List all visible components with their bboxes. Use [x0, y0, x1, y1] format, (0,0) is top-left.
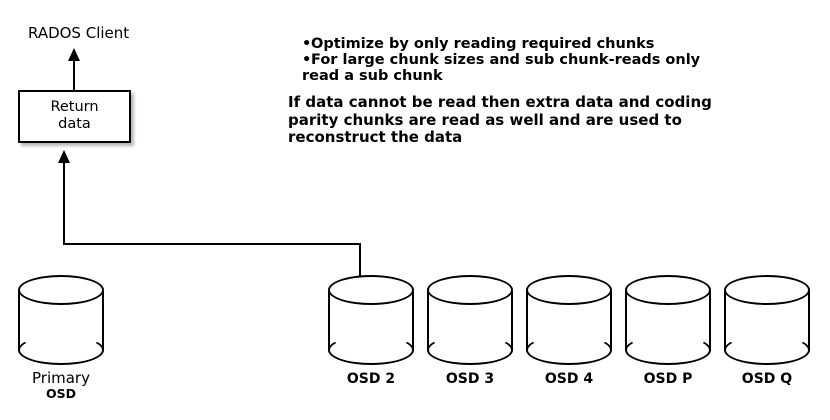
node-osd-4-label: OSD 4 [544, 371, 594, 387]
connector-vertical-from-osd2 [359, 243, 361, 277]
arrow-up-to-return-box-icon [58, 150, 70, 163]
node-osd-q-label: OSD Q [741, 371, 793, 387]
rados-client-label: RADOS Client [28, 24, 130, 42]
notes-paragraph-line-3: reconstruct the data [288, 128, 463, 146]
node-osd-2-label: OSD 2 [346, 371, 396, 387]
bullet-item-2-continuation-text: read a sub chunk [302, 68, 443, 84]
bullet-item-2: •For large chunk sizes and sub chunk-rea… [302, 52, 722, 68]
notes-paragraph-line-1: If data cannot be read then extra data a… [288, 93, 712, 111]
cylinder-top-ellipse [625, 275, 711, 305]
cylinder-side-right [412, 291, 414, 351]
cylinder-side-left [526, 291, 528, 351]
cylinder-top-ellipse [526, 275, 612, 305]
return-data-line1: Return [50, 99, 99, 115]
cylinder-top-ellipse [724, 275, 810, 305]
node-primary-osd-label-sub: OSD [45, 386, 76, 401]
cylinder-bottom-ellipse [427, 335, 513, 365]
return-data-box: Return data [18, 90, 131, 143]
cylinder-bottom-ellipse [625, 335, 711, 365]
connector-vertical-to-return-box [63, 162, 65, 244]
bullet-item-1-text: Optimize by only reading required chunks [311, 36, 655, 52]
node-osd-4: OSD 4 [526, 275, 612, 387]
cylinder-side-right [511, 291, 513, 351]
cylinder-side-right [808, 291, 810, 351]
node-osd-2: OSD 2 [328, 275, 414, 387]
notes-paragraph-line-2: parity chunks are read as well and are u… [288, 110, 682, 129]
cylinder-side-left [427, 291, 429, 351]
cylinder-side-right [102, 291, 104, 351]
bullet-point-icon: • [302, 52, 312, 68]
cylinder-bottom-ellipse [18, 335, 104, 365]
cylinder-side-right [709, 291, 711, 351]
node-primary-osd-label: Primary OSD [6, 369, 116, 401]
arrow-up-to-client-icon [68, 48, 80, 61]
notes-paragraph: If data cannot be read then extra data a… [288, 93, 728, 147]
return-data-label: Return data [20, 99, 129, 133]
cylinder-side-left [328, 291, 330, 351]
cylinder-bottom-ellipse [724, 335, 810, 365]
bullet-point-icon: • [302, 36, 312, 52]
return-data-line2: data [58, 116, 91, 132]
notes-bullet-list: •Optimize by only reading required chunk… [302, 36, 722, 84]
cylinder-bottom-ellipse [526, 335, 612, 365]
node-primary-osd-label-main: Primary [32, 369, 90, 387]
connector-horizontal-from-osd2 [63, 243, 361, 245]
node-osd-p-label: OSD P [643, 371, 693, 387]
cylinder-top-ellipse [427, 275, 513, 305]
cylinder-top-ellipse [18, 275, 104, 305]
bullet-item-1: •Optimize by only reading required chunk… [302, 36, 722, 52]
cylinder-side-left [724, 291, 726, 351]
bullet-item-2-text: For large chunk sizes and sub chunk-read… [311, 52, 701, 68]
node-primary-osd: Primary OSD [18, 275, 104, 401]
cylinder-side-right [610, 291, 612, 351]
node-osd-q: OSD Q [724, 275, 810, 387]
node-osd-p: OSD P [625, 275, 711, 387]
cylinder-bottom-ellipse [328, 335, 414, 365]
cylinder-top-ellipse [328, 275, 414, 305]
cylinder-side-left [18, 291, 20, 351]
bullet-item-2-continuation: read a sub chunk [302, 68, 722, 84]
node-osd-3: OSD 3 [427, 275, 513, 387]
node-osd-3-label: OSD 3 [445, 371, 495, 387]
connector-box-to-client [73, 60, 75, 91]
cylinder-side-left [625, 291, 627, 351]
